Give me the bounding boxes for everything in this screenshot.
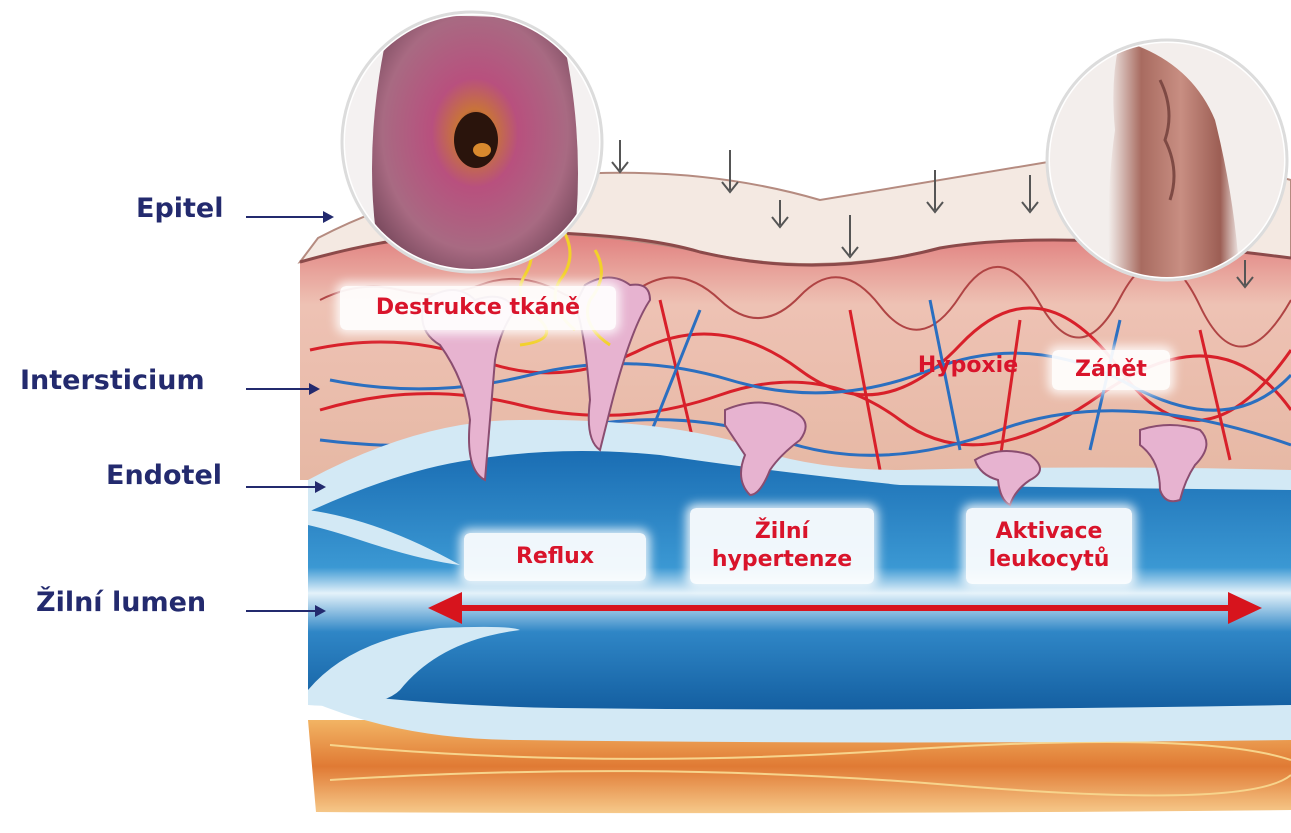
callout-hypertenze: Žilní hypertenze: [690, 508, 874, 584]
label-endotel: Endotel: [106, 460, 222, 491]
label-intersticium: Intersticium: [20, 365, 205, 396]
callout-reflux: Reflux: [464, 533, 646, 581]
callout-destrukce: Destrukce tkáně: [340, 286, 616, 330]
arrow-epitel: [246, 216, 332, 218]
callout-aktivace: Aktivace leukocytů: [966, 508, 1132, 584]
arrow-intersticium: [246, 388, 318, 390]
callout-hypoxie: Hypoxie: [898, 350, 1038, 382]
arrow-lumen: [246, 610, 324, 612]
label-epitel: Epitel: [136, 193, 224, 224]
arrow-endotel: [246, 486, 324, 488]
callout-zanet: Zánět: [1052, 350, 1170, 390]
label-lumen: Žilní lumen: [36, 587, 206, 618]
